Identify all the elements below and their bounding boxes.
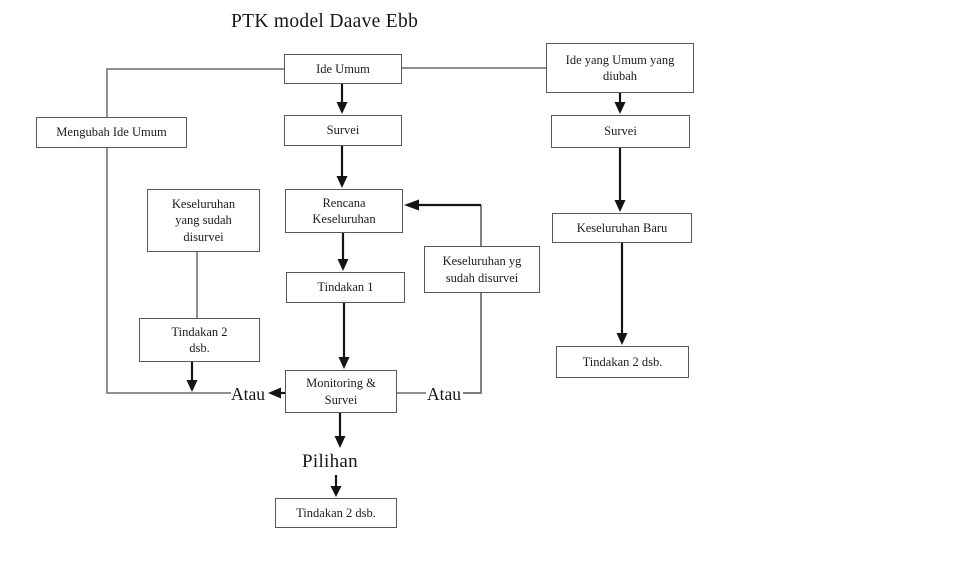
arrow-tindakan2-left-down-head [186,380,198,392]
arrow-tindakan1-to-monitoring-head [338,357,350,369]
node-keseluruhan-yg-sudah-disurvei: Keseluruhan yg sudah disurvei [424,246,540,293]
node-rencana-keseluruhan-label: Rencana Keseluruhan [312,195,376,226]
node-tindakan-2-bawah-label: Tindakan 2 dsb. [296,505,376,520]
node-tindakan-1: Tindakan 1 [286,272,405,303]
node-mengubah-ide-umum-label: Mengubah Ide Umum [56,125,167,140]
arrow-keseluruhan-baru-to-tindakan2-head [616,333,628,345]
node-keseluruhan-yang-sudah-disurvei-label: Keseluruhan yang sudah disurvei [171,197,236,244]
node-keseluruhan-yang-sudah-disurvei: Keseluruhan yang sudah disurvei [147,189,260,252]
label-atau-left: Atau [231,384,266,404]
node-survei-tengah: Survei [284,115,402,146]
label-atau-right: Atau [427,384,462,404]
node-ide-umum-label: Ide Umum [316,61,370,76]
arrow-pilihan-to-tindakan2-head [330,486,342,497]
node-survei-kanan: Survei [551,115,690,148]
arrow-monitoring-to-pilihan-head [334,436,346,448]
page-title: PTK model Daave Ebb [231,11,419,32]
node-keseluruhan-baru-label: Keseluruhan Baru [576,220,668,235]
node-mengubah-ide-umum: Mengubah Ide Umum [36,117,187,148]
connector-atau-right-feedback [463,205,482,394]
arrow-survei-to-rencana-head [336,176,348,188]
node-monitoring-survei: Monitoring & Survei [285,370,397,413]
node-rencana-keseluruhan: Rencana Keseluruhan [285,189,403,233]
node-tindakan-2-kanan-label: Tindakan 2 dsb. [582,354,663,369]
node-ide-yang-umum-yang-diubah: Ide yang Umum yang diubah [546,43,694,93]
connector-left-loop [106,68,284,394]
node-tindakan-2-kiri-label: Tindakan 2 dsb. [171,324,228,355]
node-tindakan-1-label: Tindakan 1 [317,280,374,295]
arrow-ide-umum-to-survei-head [336,102,348,114]
arrow-ide-yang-umum-to-survei-head [614,102,626,114]
node-tindakan-2-bawah: Tindakan 2 dsb. [275,498,397,528]
label-pilihan: Pilihan [302,451,358,472]
arrow-survei-to-keseluruhan-baru-head [614,200,626,212]
node-tindakan-2-kiri: Tindakan 2 dsb. [139,318,260,362]
arrow-feedback-to-rencana-head [404,199,419,211]
node-ide-yang-umum-yang-diubah-label: Ide yang Umum yang diubah [565,52,675,83]
node-keseluruhan-yg-sudah-disurvei-label: Keseluruhan yg sudah disurvei [442,254,522,285]
arrow-monitoring-to-atau-left-head [268,387,281,399]
node-tindakan-2-kanan: Tindakan 2 dsb. [556,346,689,378]
node-survei-kanan-label: Survei [604,124,637,139]
node-ide-umum: Ide Umum [284,54,402,84]
node-keseluruhan-baru: Keseluruhan Baru [552,213,692,243]
node-survei-tengah-label: Survei [326,123,360,138]
arrow-rencana-to-tindakan1-head [337,259,349,271]
node-monitoring-survei-label: Monitoring & Survei [306,376,376,407]
